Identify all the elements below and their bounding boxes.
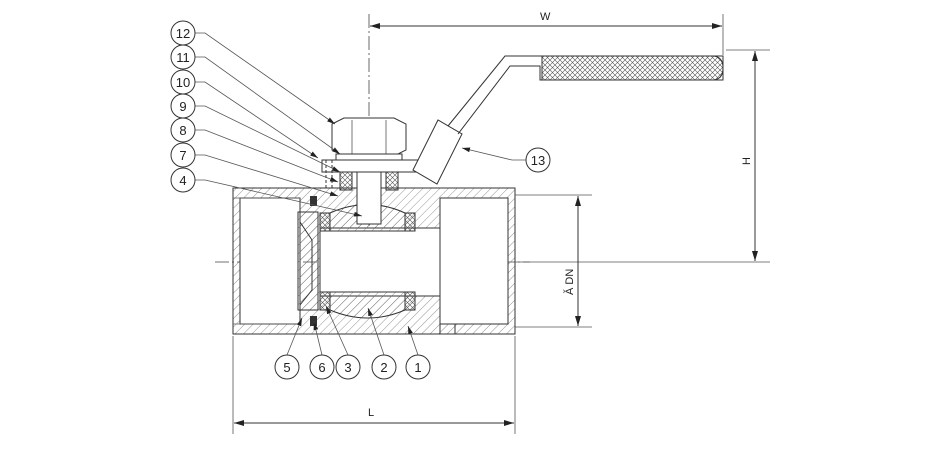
dimension-dn: Ă DN — [515, 194, 592, 328]
dimension-h-label: H — [741, 157, 753, 165]
svg-text:6: 6 — [318, 360, 325, 375]
callout-8: 8 — [170, 117, 196, 143]
seat-left-bottom — [319, 291, 331, 311]
svg-text:4: 4 — [179, 173, 186, 188]
callout-13: 13 — [525, 147, 551, 173]
callout-11: 11 — [170, 44, 196, 70]
callout-9: 9 — [170, 93, 196, 119]
dimension-dn-label: Ă DN — [563, 269, 576, 295]
dimension-w-label: W — [540, 11, 551, 23]
callout-6: 6 — [309, 354, 335, 380]
callout-1: 1 — [405, 354, 431, 380]
svg-text:9: 9 — [179, 99, 186, 114]
svg-text:2: 2 — [380, 360, 387, 375]
leader-lines — [195, 32, 526, 356]
dimension-l: L — [232, 336, 516, 434]
svg-text:5: 5 — [283, 360, 290, 375]
dimension-h: H — [515, 49, 770, 263]
end-cap — [297, 211, 319, 311]
packing-left — [339, 171, 353, 191]
svg-text:12: 12 — [176, 26, 190, 41]
svg-text:13: 13 — [531, 153, 545, 168]
callout-12: 12 — [170, 20, 196, 46]
packing-right — [385, 171, 399, 191]
handle-grip — [541, 55, 724, 81]
callout-3: 3 — [335, 354, 361, 380]
stem-nut — [331, 117, 407, 157]
svg-text:10: 10 — [176, 75, 190, 90]
handle — [412, 55, 724, 185]
gasket-top — [310, 196, 317, 206]
svg-text:8: 8 — [179, 123, 186, 138]
dimension-l-label: L — [368, 407, 374, 419]
svg-text:3: 3 — [344, 360, 351, 375]
callout-7: 7 — [170, 142, 196, 168]
callout-10: 10 — [170, 69, 196, 95]
callout-2: 2 — [371, 354, 397, 380]
svg-text:11: 11 — [176, 50, 190, 65]
seat-right-top — [404, 212, 416, 232]
dimension-w: W — [370, 11, 724, 55]
gasket-bottom — [310, 316, 317, 326]
seat-right-bottom — [404, 291, 416, 311]
callout-5: 5 — [274, 354, 300, 380]
ball-bottom — [329, 291, 406, 319]
svg-text:7: 7 — [179, 148, 186, 163]
callout-4: 4 — [170, 167, 196, 193]
svg-text:1: 1 — [414, 360, 421, 375]
seat-left-top — [319, 212, 331, 232]
